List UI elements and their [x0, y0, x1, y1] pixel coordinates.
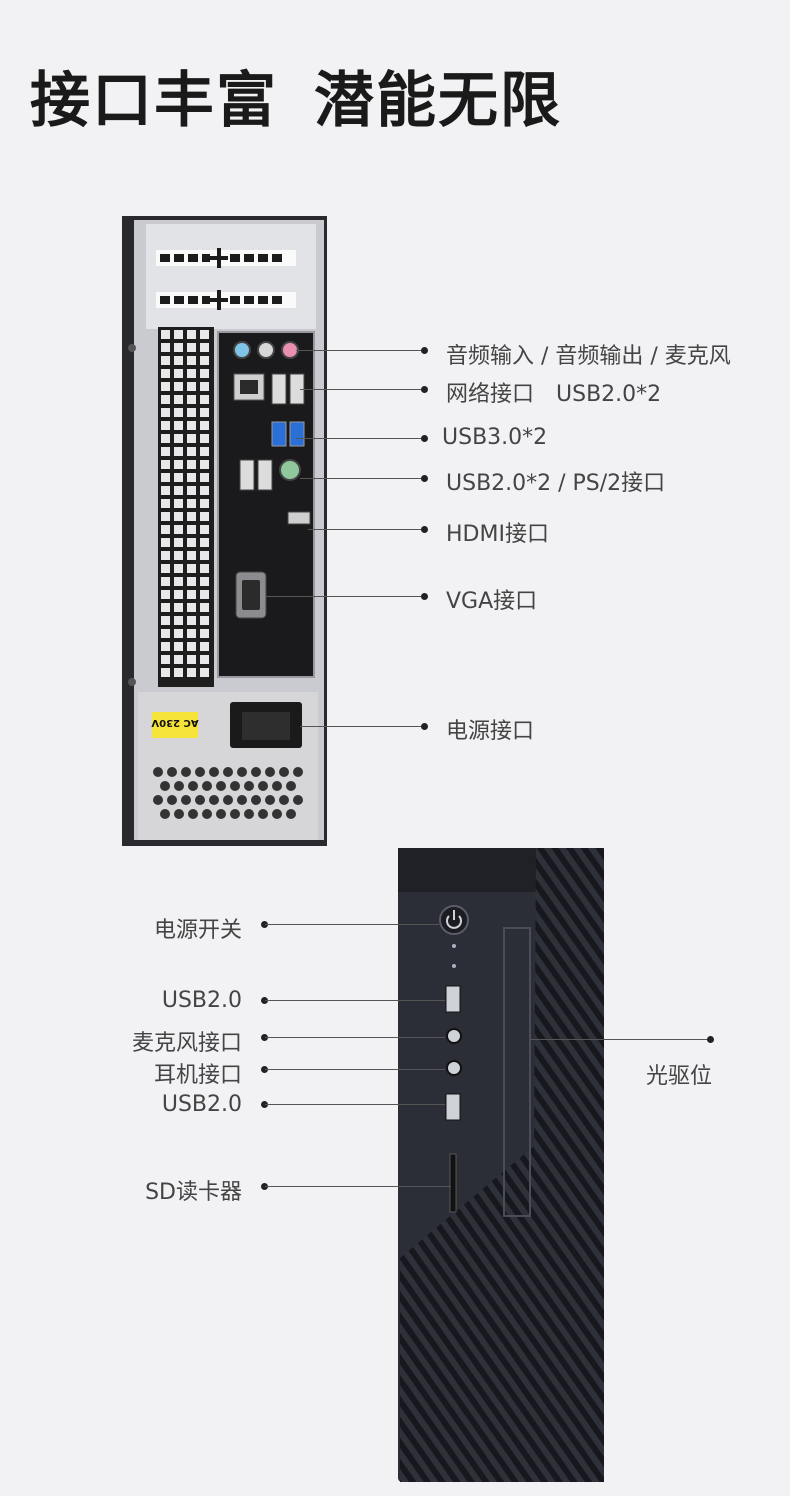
callout-dot	[261, 921, 268, 928]
callout-dot	[261, 997, 268, 1004]
rear-panel-image: AC 230V	[122, 216, 327, 846]
callout-dot	[261, 1183, 268, 1190]
callout-dot	[261, 1066, 268, 1073]
callout-line	[296, 438, 422, 439]
callout-dot	[421, 723, 428, 730]
callout-line	[265, 924, 439, 925]
callout-dot	[421, 593, 428, 600]
headline-part2: 潜能无限	[314, 66, 562, 136]
callout-line	[266, 596, 422, 597]
callout-dot	[261, 1034, 268, 1041]
headline: 接口丰富潜能无限	[30, 52, 562, 139]
callout-sd-reader: SD读卡器	[145, 1180, 242, 1205]
headline-part1: 接口丰富	[30, 66, 278, 136]
callout-headphone-jack: 耳机接口	[153, 1063, 242, 1088]
callout-line	[300, 478, 422, 479]
callout-line	[265, 1000, 445, 1001]
front-panel-image	[398, 848, 604, 1482]
callout-dot	[421, 526, 428, 533]
callout-power-input: 电源接口	[446, 719, 535, 744]
callout-usb3: USB3.0*2	[442, 425, 548, 450]
callout-dot	[261, 1101, 268, 1108]
callout-line	[530, 1039, 710, 1040]
callout-power-switch: 电源开关	[153, 918, 242, 943]
psu-sticker: AC 230V	[151, 717, 198, 728]
callout-dot	[421, 347, 428, 354]
callout-line	[265, 1069, 445, 1070]
callout-dot	[421, 386, 428, 393]
callout-dot	[707, 1036, 714, 1043]
callout-line	[296, 350, 422, 351]
callout-lan-usb: 网络接口 USB2.0*2	[446, 382, 662, 407]
callout-usb2-ps2: USB2.0*2 / PS/2接口	[446, 471, 666, 496]
callout-dot	[421, 435, 428, 442]
callout-optical-bay: 光驱位	[646, 1064, 713, 1089]
callout-dot	[421, 475, 428, 482]
callout-line	[308, 529, 422, 530]
callout-line	[265, 1104, 445, 1105]
callout-audio: 音频输入 / 音频输出 / 麦克风	[446, 344, 731, 369]
callout-line	[300, 389, 422, 390]
callout-line	[265, 1186, 451, 1187]
callout-front-usb-2: USB2.0	[161, 1092, 242, 1117]
callout-vga: VGA接口	[446, 589, 538, 614]
callout-hdmi: HDMI接口	[446, 522, 549, 547]
callout-line	[300, 726, 422, 727]
callout-mic-jack: 麦克风接口	[131, 1031, 242, 1056]
callout-line	[265, 1037, 445, 1038]
callout-front-usb-1: USB2.0	[161, 988, 242, 1013]
